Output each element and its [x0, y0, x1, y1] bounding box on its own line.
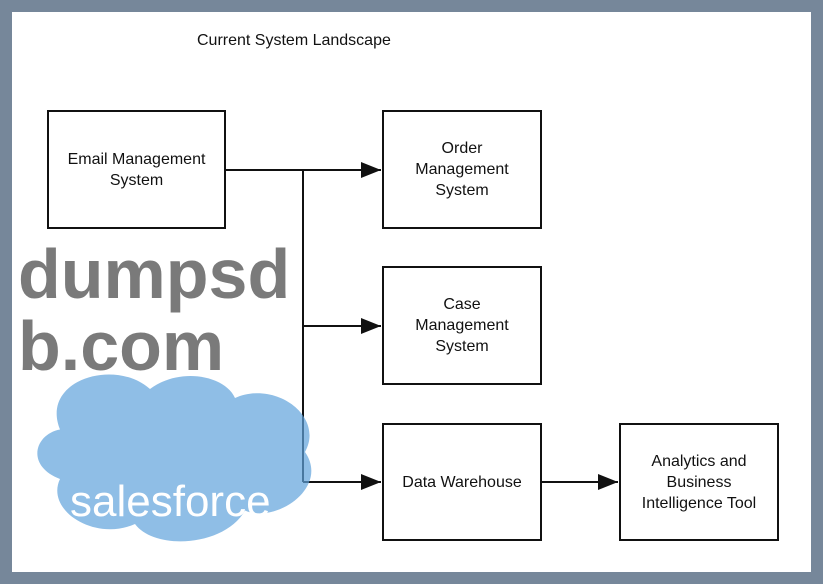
node-order-management: Order Management System: [382, 110, 542, 229]
node-data-warehouse: Data Warehouse: [382, 423, 542, 541]
salesforce-logo-text: salesforce: [70, 477, 271, 526]
node-case-management: Case Management System: [382, 266, 542, 385]
node-email-management: Email Management System: [47, 110, 226, 229]
watermark: dumpsdb.com: [18, 235, 291, 385]
node-analytics-bi: Analytics and Business Intelligence Tool: [619, 423, 779, 541]
diagram-title: Current System Landscape: [197, 32, 391, 49]
